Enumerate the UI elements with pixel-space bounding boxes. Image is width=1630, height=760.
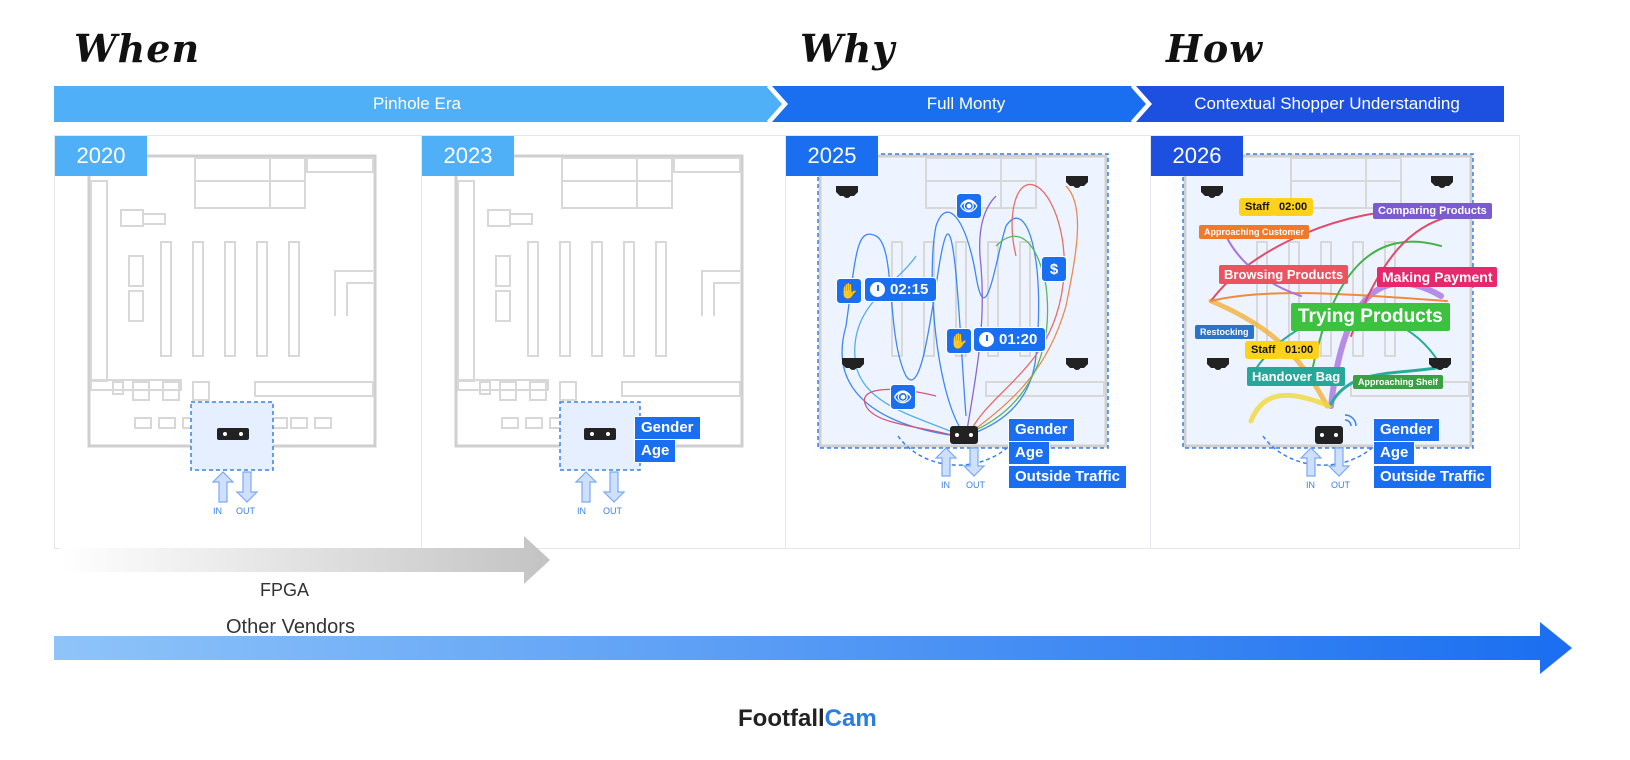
when-heading: When xyxy=(74,26,201,71)
panel-2025: 2025 👁 xyxy=(785,135,1155,549)
era-banner-arrows xyxy=(54,85,1504,123)
tag-gender: Gender xyxy=(1373,418,1440,442)
in-label: IN xyxy=(941,480,950,490)
dwell-timer: 01:20 xyxy=(973,327,1047,352)
year-badge: 2025 xyxy=(786,136,878,176)
panel-2020: 2020 IN OUT xyxy=(54,135,424,549)
tag-gender: Gender xyxy=(1008,418,1075,442)
in-label: IN xyxy=(213,506,222,516)
panel-2023: 2023 IN OUT Gender Age xyxy=(421,135,791,549)
hand-icon: ✋ xyxy=(836,278,862,304)
label-browsing-products: Browsing Products xyxy=(1219,265,1349,284)
chat-timer: 02:00 xyxy=(1273,198,1314,216)
year-badge: 2020 xyxy=(55,136,147,176)
out-label: OUT xyxy=(603,506,622,516)
panel-2026: 2026 xyxy=(1150,135,1520,549)
year-badge: 2026 xyxy=(1151,136,1243,176)
other-vendors-caption: Other Vendors xyxy=(226,616,355,638)
chat-timer: 01:00 xyxy=(1279,341,1320,359)
footfallcam-logo: FootfallCam xyxy=(738,705,877,732)
bottom-arrows xyxy=(54,536,1572,674)
label-approaching-shelf: Approaching Shelf xyxy=(1353,375,1444,389)
full-monty-arrow xyxy=(772,86,1148,122)
store-floorplan xyxy=(454,154,744,503)
dwell-timer: 02:15 xyxy=(864,277,938,302)
contextual-label: Contextual Shopper Understanding xyxy=(1194,94,1460,113)
in-label: IN xyxy=(1306,480,1315,490)
staff-badge: Staff xyxy=(1239,198,1276,216)
pinhole-era-label: Pinhole Era xyxy=(373,94,461,113)
label-comparing-products: Comparing Products xyxy=(1373,203,1492,219)
tag-outside-traffic: Outside Traffic xyxy=(1373,465,1493,489)
out-label: OUT xyxy=(236,506,255,516)
tag-age: Age xyxy=(1373,441,1416,465)
label-restocking: Restocking xyxy=(1195,325,1254,339)
eye-icon: 👁 xyxy=(890,384,916,410)
edge-ai-label: Edge AI xyxy=(776,667,836,686)
year-badge: 2023 xyxy=(422,136,514,176)
hand-icon: ✋ xyxy=(946,328,972,354)
fpga-label: FPGA xyxy=(260,580,310,600)
why-heading: Why xyxy=(800,26,896,71)
tag-outside-traffic: Outside Traffic xyxy=(1008,465,1128,489)
dollar-icon: $ xyxy=(1041,256,1067,282)
label-approaching-customer: Approaching Customer xyxy=(1199,225,1310,239)
eye-icon: 👁 xyxy=(956,193,982,219)
in-label: IN xyxy=(577,506,586,516)
out-label: OUT xyxy=(1331,480,1350,490)
label-making-payment: Making Payment xyxy=(1377,267,1498,287)
tag-age: Age xyxy=(634,439,677,463)
fpga-arrow xyxy=(60,536,550,584)
full-monty-label: Full Monty xyxy=(926,94,1006,113)
store-floorplan xyxy=(87,154,377,503)
tag-age: Age xyxy=(1008,441,1051,465)
how-heading: How xyxy=(1166,26,1263,71)
label-trying-products: Trying Products xyxy=(1291,303,1450,331)
out-label: OUT xyxy=(966,480,985,490)
staff-badge: Staff xyxy=(1245,341,1282,359)
tag-gender: Gender xyxy=(634,416,701,440)
clock-icon xyxy=(870,282,885,297)
pinhole-era-arrow xyxy=(54,86,784,122)
edge-ai-arrow xyxy=(54,622,1572,674)
contextual-arrow xyxy=(1136,86,1504,122)
clock-icon xyxy=(979,332,994,347)
label-handover-bag: Handover Bag xyxy=(1247,367,1346,386)
